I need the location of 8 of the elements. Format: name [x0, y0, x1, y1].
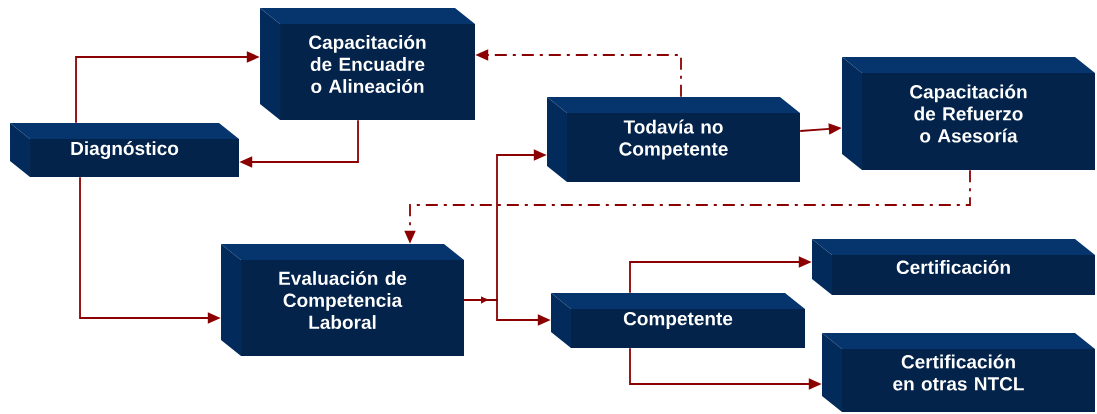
- block-box: Certificación en otras NTCL: [822, 333, 1095, 412]
- block-box: Certificación: [812, 239, 1095, 295]
- block-box: Todavía no Competente: [547, 97, 800, 182]
- block-box: Competente: [551, 293, 805, 348]
- block-box: Diagnóstico: [10, 123, 239, 177]
- block-box: Capacitación de Refuerzo o Asesoría: [842, 57, 1095, 170]
- block-box: Capacitación de Encuadre o Alineación: [260, 8, 475, 120]
- block-box: Evaluación de Competencia Laboral: [221, 244, 464, 356]
